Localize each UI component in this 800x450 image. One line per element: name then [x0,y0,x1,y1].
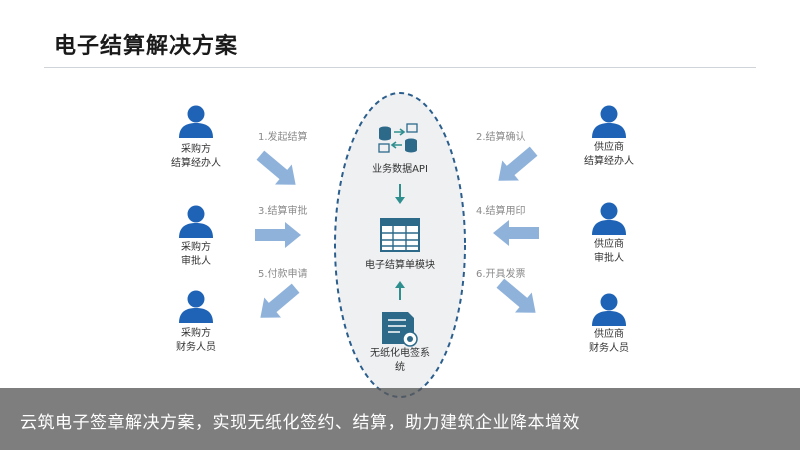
page-title: 电子结算解决方案 [54,34,239,59]
right-role-2-line2: 审批人 [594,251,624,264]
step-2-label: 2.结算确认 [476,130,526,143]
step-1-label: 1.发起结算 [258,130,308,143]
supplier-finance-icon [592,293,626,326]
left-role-3-line1: 采购方 [181,326,211,339]
module-esign-label-line1: 无纸化电签系 [370,346,430,359]
supplier-approver-icon [592,202,626,235]
caption-text: 云筑电子签章解决方案，实现无纸化签约、结算，助力建筑企业降本增效 [20,413,580,433]
arrow-step-4 [493,220,539,246]
module-esign-label-line2: 统 [395,360,405,373]
left-role-1-line2: 结算经办人 [171,156,221,169]
left-role-3-line2: 财务人员 [176,340,216,353]
spreadsheet-icon [380,218,420,252]
arrow-esign-to-module [395,281,405,300]
left-role-1-line1: 采购方 [181,142,211,155]
step-4-label: 4.结算用印 [476,204,526,217]
supplier-handler-icon [592,105,626,138]
arrow-step-2 [490,141,542,191]
purchaser-finance-icon [179,290,213,323]
database-sync-icon [378,123,418,153]
arrow-step-5 [252,278,304,328]
purchaser-handler-icon [179,105,213,138]
arrow-api-to-module [395,184,405,204]
right-role-1-line2: 结算经办人 [584,154,634,167]
step-3-label: 3.结算审批 [258,204,308,217]
step-5-label: 5.付款申请 [258,267,308,280]
left-role-2-line1: 采购方 [181,240,211,253]
step-6-label: 6.开具发票 [476,267,526,280]
right-role-3-line2: 财务人员 [589,341,629,354]
purchaser-approver-icon [179,205,213,238]
title-divider [44,67,756,68]
left-role-2-line2: 审批人 [181,254,211,267]
arrow-step-1 [252,145,304,195]
module-api-label: 业务数据API [372,162,428,175]
arrow-step-3 [255,222,301,248]
right-role-2-line1: 供应商 [594,237,624,250]
right-role-1-line1: 供应商 [594,140,624,153]
module-settlement-label: 电子结算单模块 [365,258,435,271]
e-signature-document-icon [382,312,418,347]
caption-bar: 云筑电子签章解决方案，实现无纸化签约、结算，助力建筑企业降本增效 [0,388,800,450]
arrow-step-6 [492,273,544,323]
right-role-3-line1: 供应商 [594,327,624,340]
